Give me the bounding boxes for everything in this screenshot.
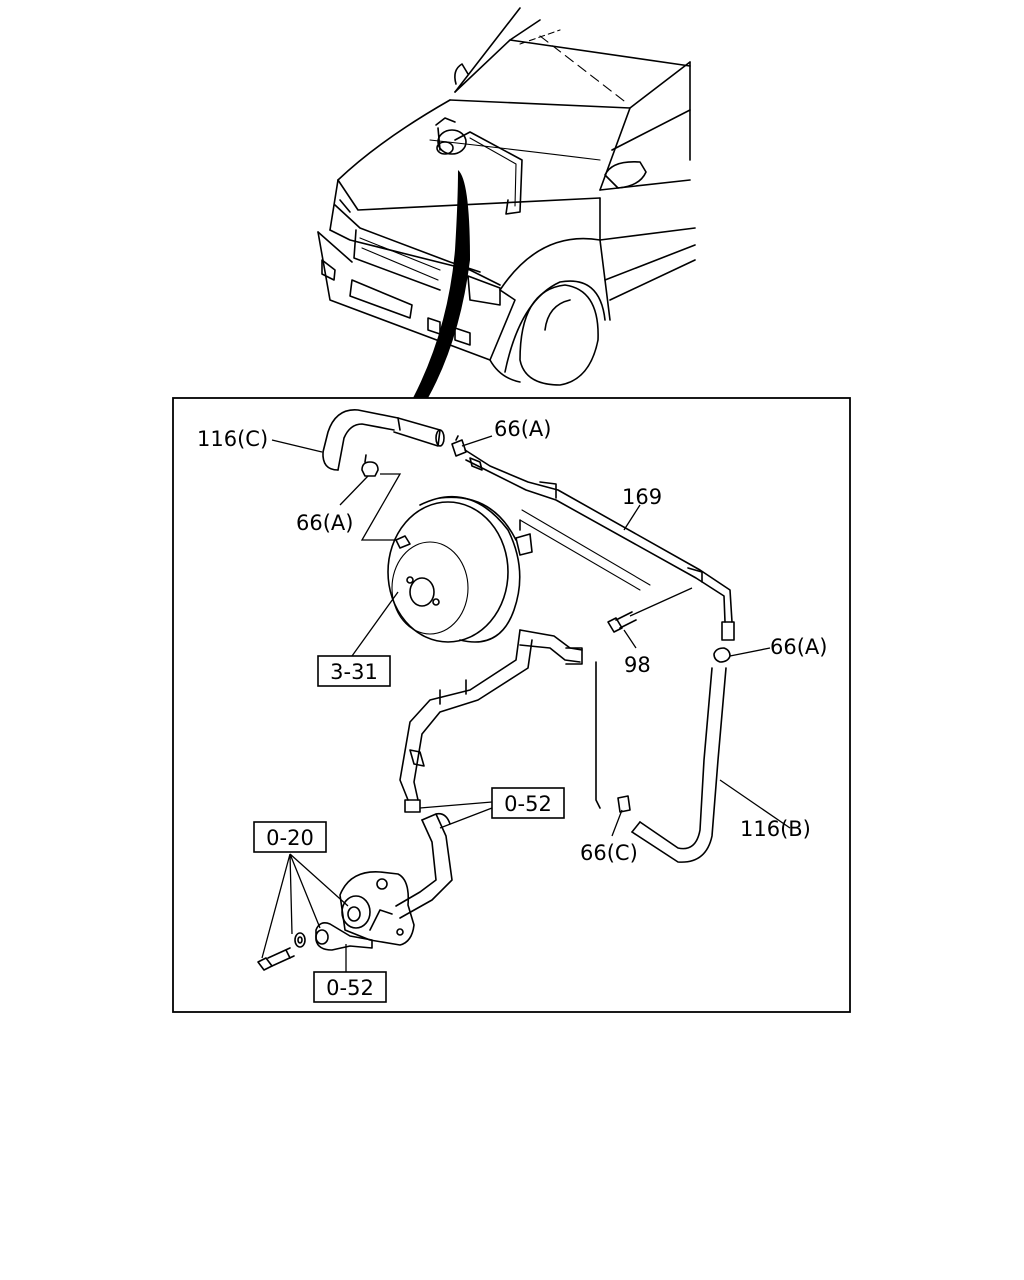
leader-116c [271,439,323,453]
bolt-98 [607,611,637,633]
label-66c: 66(C) [580,841,638,865]
leader-116b [719,779,791,829]
clip-66a-right [713,647,731,663]
hose-116b [631,667,727,863]
ref-label-052-lower: 0-52 [326,976,374,1000]
vacuum-line-lower [395,629,631,919]
vacuum-pump-icon [257,871,415,971]
label-169: 169 [622,485,662,509]
callout-pointer [413,170,470,398]
label-66a-right: 66(A) [770,635,827,659]
ref-box-3-31 [317,655,391,687]
ref-box-052-lower [313,971,387,1003]
ref-box-020 [253,821,327,853]
leader-169 [623,504,641,531]
ref-box-052-upper [491,787,565,819]
ref-label-020: 0-20 [266,826,314,850]
label-66a-left: 66(A) [296,511,353,535]
leader-66c [611,809,623,837]
clip-66a-left [361,454,379,477]
leader-98 [623,587,693,649]
clip-66a-top [451,435,467,457]
label-116c: 116(C) [197,427,268,451]
leader-66a-left [339,473,402,541]
ref-label-052-upper: 0-52 [504,792,552,816]
leader-66a-top [461,435,493,447]
hose-116c [322,409,445,471]
detail-frame [172,397,851,1013]
label-66a-top: 66(A) [494,417,551,441]
brake-booster-icon [387,495,533,643]
vacuum-pipe-169 [464,449,735,641]
label-98: 98 [624,653,651,677]
vehicle-front-icon [317,7,696,386]
leader-3-31 [351,591,399,657]
leader-66a-right [729,647,771,657]
leader-052-upper [419,801,493,829]
ref-label-3-31: 3-31 [330,660,378,684]
label-116b: 116(B) [740,817,811,841]
leader-020 [261,853,349,959]
